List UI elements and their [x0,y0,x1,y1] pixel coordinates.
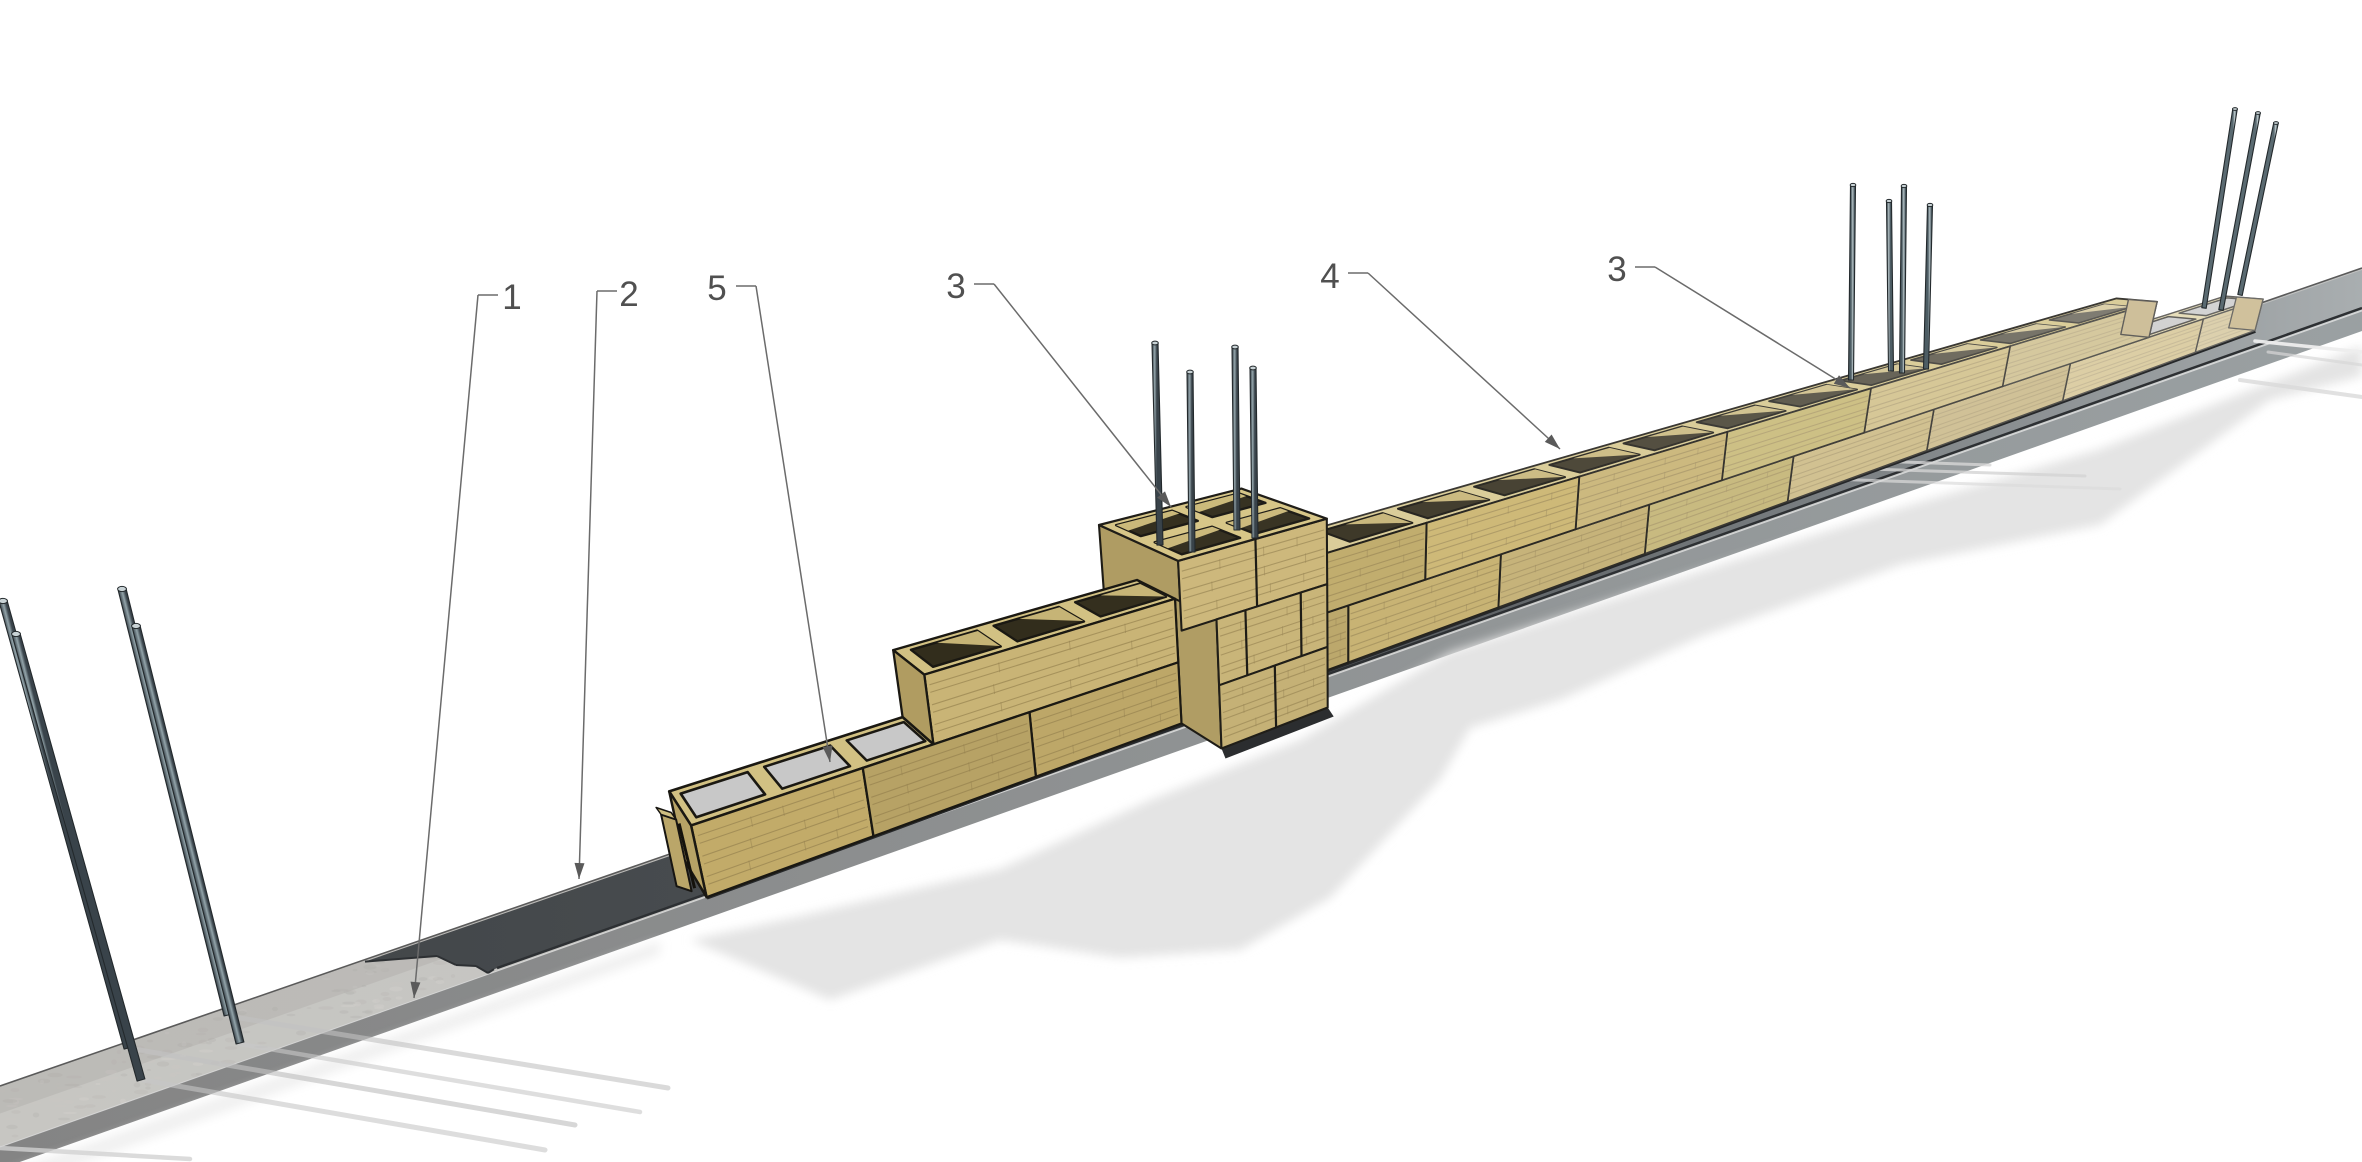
svg-text:5: 5 [707,269,726,308]
svg-text:1: 1 [502,278,521,317]
svg-text:3: 3 [946,267,965,306]
svg-text:3: 3 [1607,250,1626,289]
svg-text:4: 4 [1320,257,1339,296]
svg-text:2: 2 [619,275,638,314]
